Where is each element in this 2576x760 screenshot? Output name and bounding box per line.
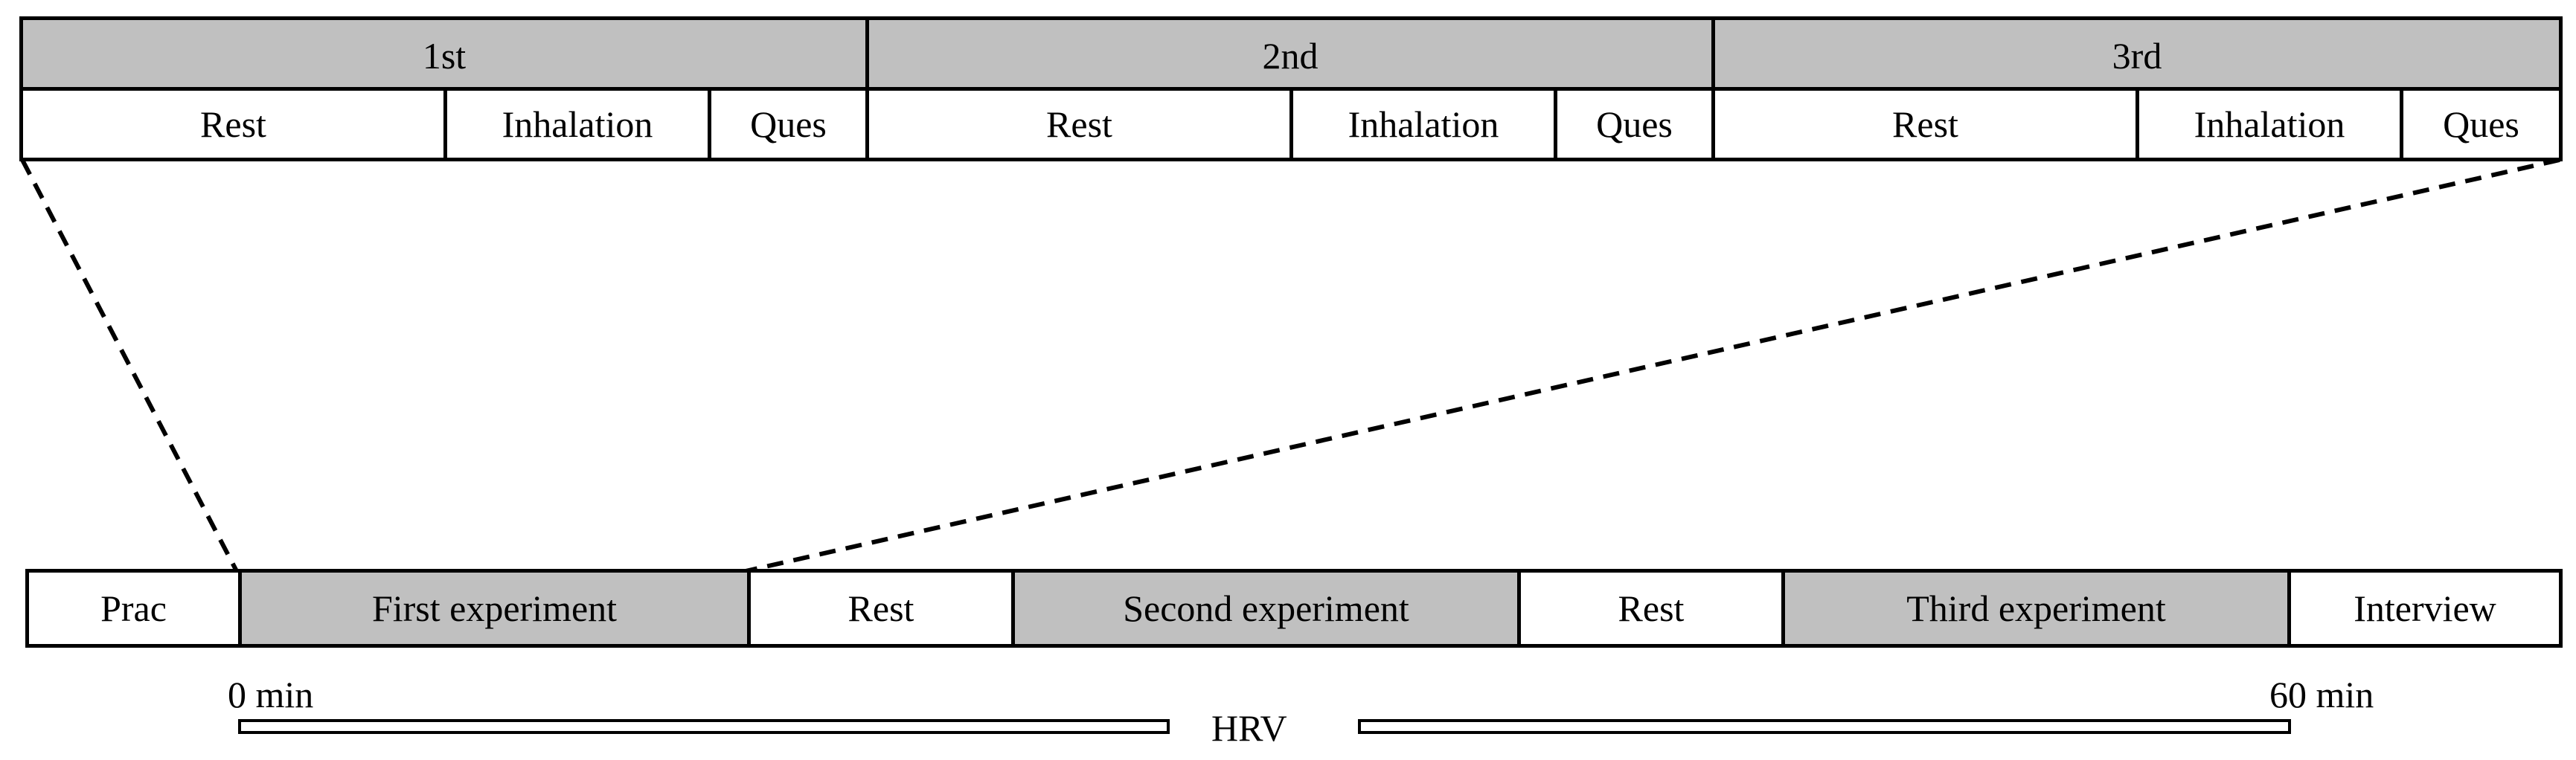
segment-ques: Ques bbox=[711, 91, 869, 158]
timeline-first-experiment: First experiment bbox=[242, 573, 751, 644]
phase-header-1st: 1st bbox=[23, 20, 869, 91]
segment-rest: Rest bbox=[23, 91, 447, 158]
phase-header-3rd: 3rd bbox=[1715, 20, 2559, 91]
segment-inhalation: Inhalation bbox=[447, 91, 711, 158]
timeline-rest: Rest bbox=[1521, 573, 1785, 644]
timeline-prac: Prac bbox=[29, 573, 242, 644]
segment-rest: Rest bbox=[869, 91, 1293, 158]
phase-header-row: 1st 2nd 3rd bbox=[19, 16, 2563, 91]
phase-header-2nd: 2nd bbox=[869, 20, 1715, 91]
timeline-rest: Rest bbox=[751, 573, 1015, 644]
hrv-bar-right bbox=[1358, 719, 2291, 734]
hrv-label: HRV bbox=[1211, 707, 1287, 749]
segment-ques: Ques bbox=[2403, 91, 2559, 158]
zoom-line-left bbox=[20, 158, 239, 573]
timeline-second-experiment: Second experiment bbox=[1015, 573, 1521, 644]
segment-rest: Rest bbox=[1715, 91, 2139, 158]
phase-segment-row: Rest Inhalation Ques Rest Inhalation Que… bbox=[19, 87, 2563, 161]
zoom-line-right bbox=[745, 158, 2560, 573]
session-timeline-row: Prac First experiment Rest Second experi… bbox=[25, 569, 2563, 648]
timeline-third-experiment: Third experiment bbox=[1785, 573, 2291, 644]
hrv-end-label: 60 min bbox=[2269, 674, 2374, 715]
segment-inhalation: Inhalation bbox=[1293, 91, 1557, 158]
timeline-interview: Interview bbox=[2291, 573, 2559, 644]
hrv-bar-left bbox=[238, 719, 1170, 734]
segment-ques: Ques bbox=[1557, 91, 1715, 158]
segment-inhalation: Inhalation bbox=[2139, 91, 2403, 158]
hrv-start-label: 0 min bbox=[228, 674, 314, 715]
